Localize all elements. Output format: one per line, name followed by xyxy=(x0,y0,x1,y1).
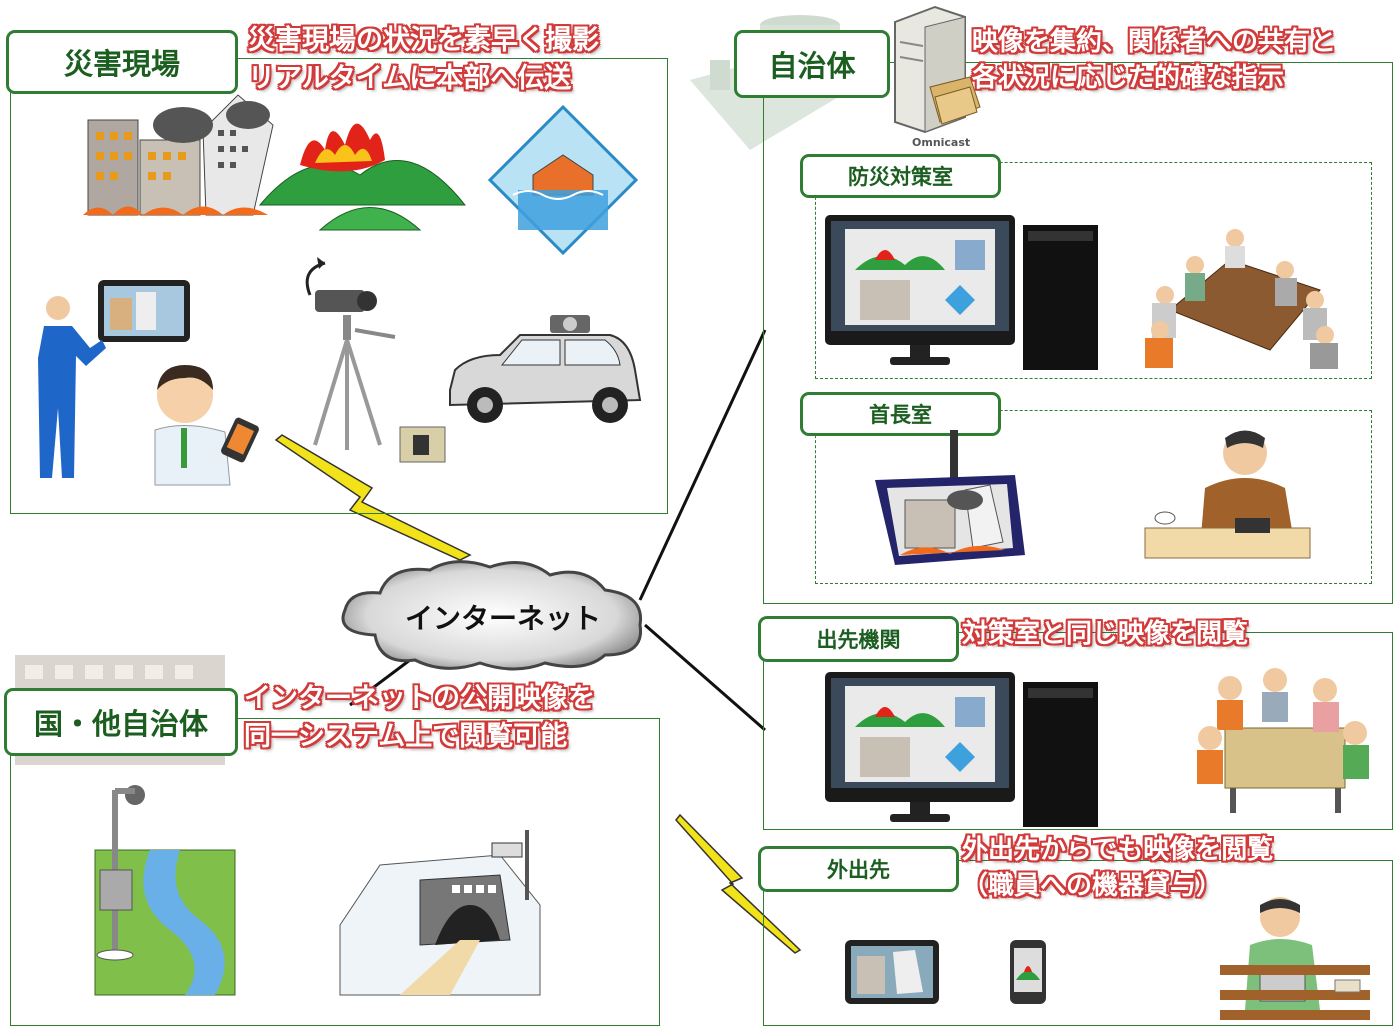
branch-office-caption: 対策室と同じ映像を閲覧 xyxy=(962,619,1249,649)
server-icon xyxy=(894,5,981,134)
national-label: 国・他自治体 xyxy=(4,688,238,756)
national-caption-1: インターネットの公開映像を xyxy=(244,683,595,714)
disaster-site-panel xyxy=(10,58,668,514)
internet-label: インターネット xyxy=(405,602,602,635)
branch-meeting-icon xyxy=(1197,668,1369,813)
flood-icon xyxy=(487,104,639,256)
line-to-branch xyxy=(644,623,766,732)
outside-panel xyxy=(763,860,1393,1026)
outside-caption-2: （職員への機器貸与） xyxy=(962,871,1223,901)
tablet-device-icon xyxy=(845,940,939,1004)
wall-monitor-icon xyxy=(875,430,1025,565)
national-panel xyxy=(10,718,660,1026)
outside-label: 外出先 xyxy=(758,846,959,892)
disaster-office-box xyxy=(815,162,1372,379)
server-brand-text: Omnicast xyxy=(912,136,971,149)
lightning-outside-icon xyxy=(675,813,802,954)
disaster-site-caption-1: 災害現場の状況を素早く撮影 xyxy=(248,25,599,56)
disaster-site-caption-2: リアルタイムに本部へ伝送 xyxy=(248,63,572,94)
line-to-municipality xyxy=(638,329,767,601)
forest-fire-icon xyxy=(258,123,467,231)
disaster-office-label: 防災対策室 xyxy=(800,154,1001,198)
line-to-national xyxy=(349,658,411,707)
mayor-office-label: 首長室 xyxy=(800,392,1001,436)
smartphone-icon xyxy=(1010,940,1046,1004)
municipality-panel xyxy=(763,62,1393,604)
disaster-site-label: 災害現場 xyxy=(6,30,238,94)
branch-monitor-pc-icon xyxy=(825,672,1098,827)
branch-office-panel xyxy=(763,632,1393,830)
outside-caption-1: 外出先からでも映像を閲覧 xyxy=(962,835,1274,865)
lightning-disaster-icon xyxy=(274,434,472,561)
branch-office-label: 出先機関 xyxy=(758,616,959,662)
mayor-office-box xyxy=(815,410,1372,584)
collapsed-building-icon xyxy=(83,94,274,216)
municipality-caption-1: 映像を集約、関係者への共有と xyxy=(972,27,1337,57)
tunnel-camera-icon xyxy=(339,830,541,996)
person-with-phone-icon xyxy=(154,365,259,486)
monitor-pc-icon xyxy=(825,215,1098,370)
camera-car-icon xyxy=(449,315,642,423)
national-caption-2: 同一システム上で閲覧可能 xyxy=(244,721,568,752)
person-on-bench-icon xyxy=(1220,897,1370,1020)
internet-cloud-icon xyxy=(341,560,643,671)
municipality-caption-2: 各状況に応じた的確な指示 xyxy=(972,63,1285,93)
municipality-label: 自治体 xyxy=(734,30,890,98)
river-camera-icon xyxy=(94,785,236,996)
meeting-room-icon xyxy=(1145,229,1338,369)
tripod-camera-icon xyxy=(305,257,446,463)
mayor-phone-icon xyxy=(1144,430,1311,559)
person-with-tablet-icon xyxy=(38,280,190,478)
